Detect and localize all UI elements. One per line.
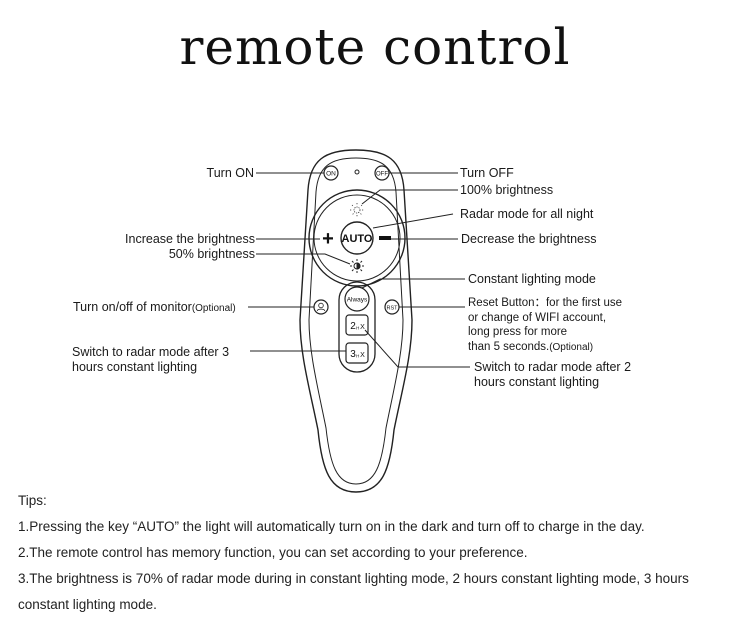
auto-button[interactable]: AUTO <box>340 221 374 255</box>
two-hour-h: H <box>356 326 359 331</box>
label-full-brightness: 100% brightness <box>460 183 554 197</box>
label-increase-brightness: Increase the brightness <box>125 232 255 246</box>
reset-button-label: RST <box>387 305 399 311</box>
two-hour-button[interactable]: 2 H X <box>345 314 369 336</box>
label-radar-after-2: Switch to radar mode after 2 hours const… <box>474 360 631 390</box>
label-reset-line2: or change of WIFI account, <box>468 311 607 324</box>
tip-3: 3.The brightness is 70% of radar mode du… <box>18 571 689 612</box>
tip-2: 2.The remote control has memory function… <box>18 545 528 560</box>
label-turn-off: Turn OFF <box>460 166 514 180</box>
label-radar-after-2-line2: hours constant lighting <box>474 375 600 389</box>
auto-button-label: AUTO <box>342 233 373 245</box>
two-hour-number: 2 <box>350 321 356 332</box>
label-reset-line3: long press for more <box>468 326 568 338</box>
indicator-led <box>354 169 360 175</box>
label-radar-after-3-line2: hours constant lighting <box>72 360 198 374</box>
three-hour-h: H <box>356 354 359 359</box>
sun-half-icon[interactable] <box>350 259 364 273</box>
label-radar-after-3-line1: Switch to radar mode after 3 <box>72 345 230 359</box>
monitor-icon <box>316 302 326 312</box>
label-radar-all-night: Radar mode for all night <box>460 207 594 221</box>
on-button[interactable]: ON <box>323 165 339 181</box>
label-radar-after-3: Switch to radar mode after 3 hours const… <box>72 345 229 375</box>
always-button-label: Always <box>347 297 368 304</box>
monitor-button[interactable] <box>313 299 329 315</box>
remote-body <box>299 149 413 493</box>
label-reset: Reset Button：for the first use or change… <box>468 296 622 355</box>
label-constant-lighting: Constant lighting mode <box>468 272 596 286</box>
tips-section: Tips: 1.Pressing the key “AUTO” the ligh… <box>18 488 743 618</box>
label-reset-line1: Reset Button：for the first use <box>468 297 623 309</box>
label-turn-on: Turn ON <box>206 166 254 180</box>
sun-full-icon[interactable] <box>350 203 364 217</box>
label-monitor-optional: (Optional) <box>191 303 236 314</box>
label-monitor: Turn on/off of monitor(Optional) <box>73 300 236 316</box>
three-hour-button[interactable]: 3 H X <box>345 342 369 364</box>
label-monitor-text: Turn on/off of monitor <box>73 300 192 314</box>
reset-button[interactable]: RST <box>384 299 400 315</box>
label-half-brightness: 50% brightness <box>168 247 255 261</box>
leader-lines <box>248 172 470 368</box>
page-title: remote control <box>179 18 571 76</box>
off-button[interactable]: OFF <box>374 165 390 181</box>
tip-1: 1.Pressing the key “AUTO” the light will… <box>18 519 645 534</box>
tips-heading: Tips: <box>18 493 47 508</box>
on-button-label: ON <box>326 171 336 178</box>
off-button-label: OFF <box>376 172 388 178</box>
plus-button[interactable]: + <box>322 228 334 250</box>
label-decrease-brightness: Decrease the brightness <box>461 232 597 246</box>
three-hour-x: X <box>360 352 365 359</box>
two-hour-x: X <box>360 324 365 331</box>
control-ring <box>308 189 406 287</box>
three-hour-number: 3 <box>350 349 356 360</box>
mode-button-column <box>338 281 376 373</box>
label-reset-line4: than 5 seconds. <box>468 340 550 353</box>
minus-button[interactable] <box>379 236 391 240</box>
label-radar-after-2-line1: Switch to radar mode after 2 <box>474 360 632 374</box>
label-reset-optional: (Optional) <box>549 341 594 353</box>
always-button[interactable]: Always <box>344 286 370 312</box>
